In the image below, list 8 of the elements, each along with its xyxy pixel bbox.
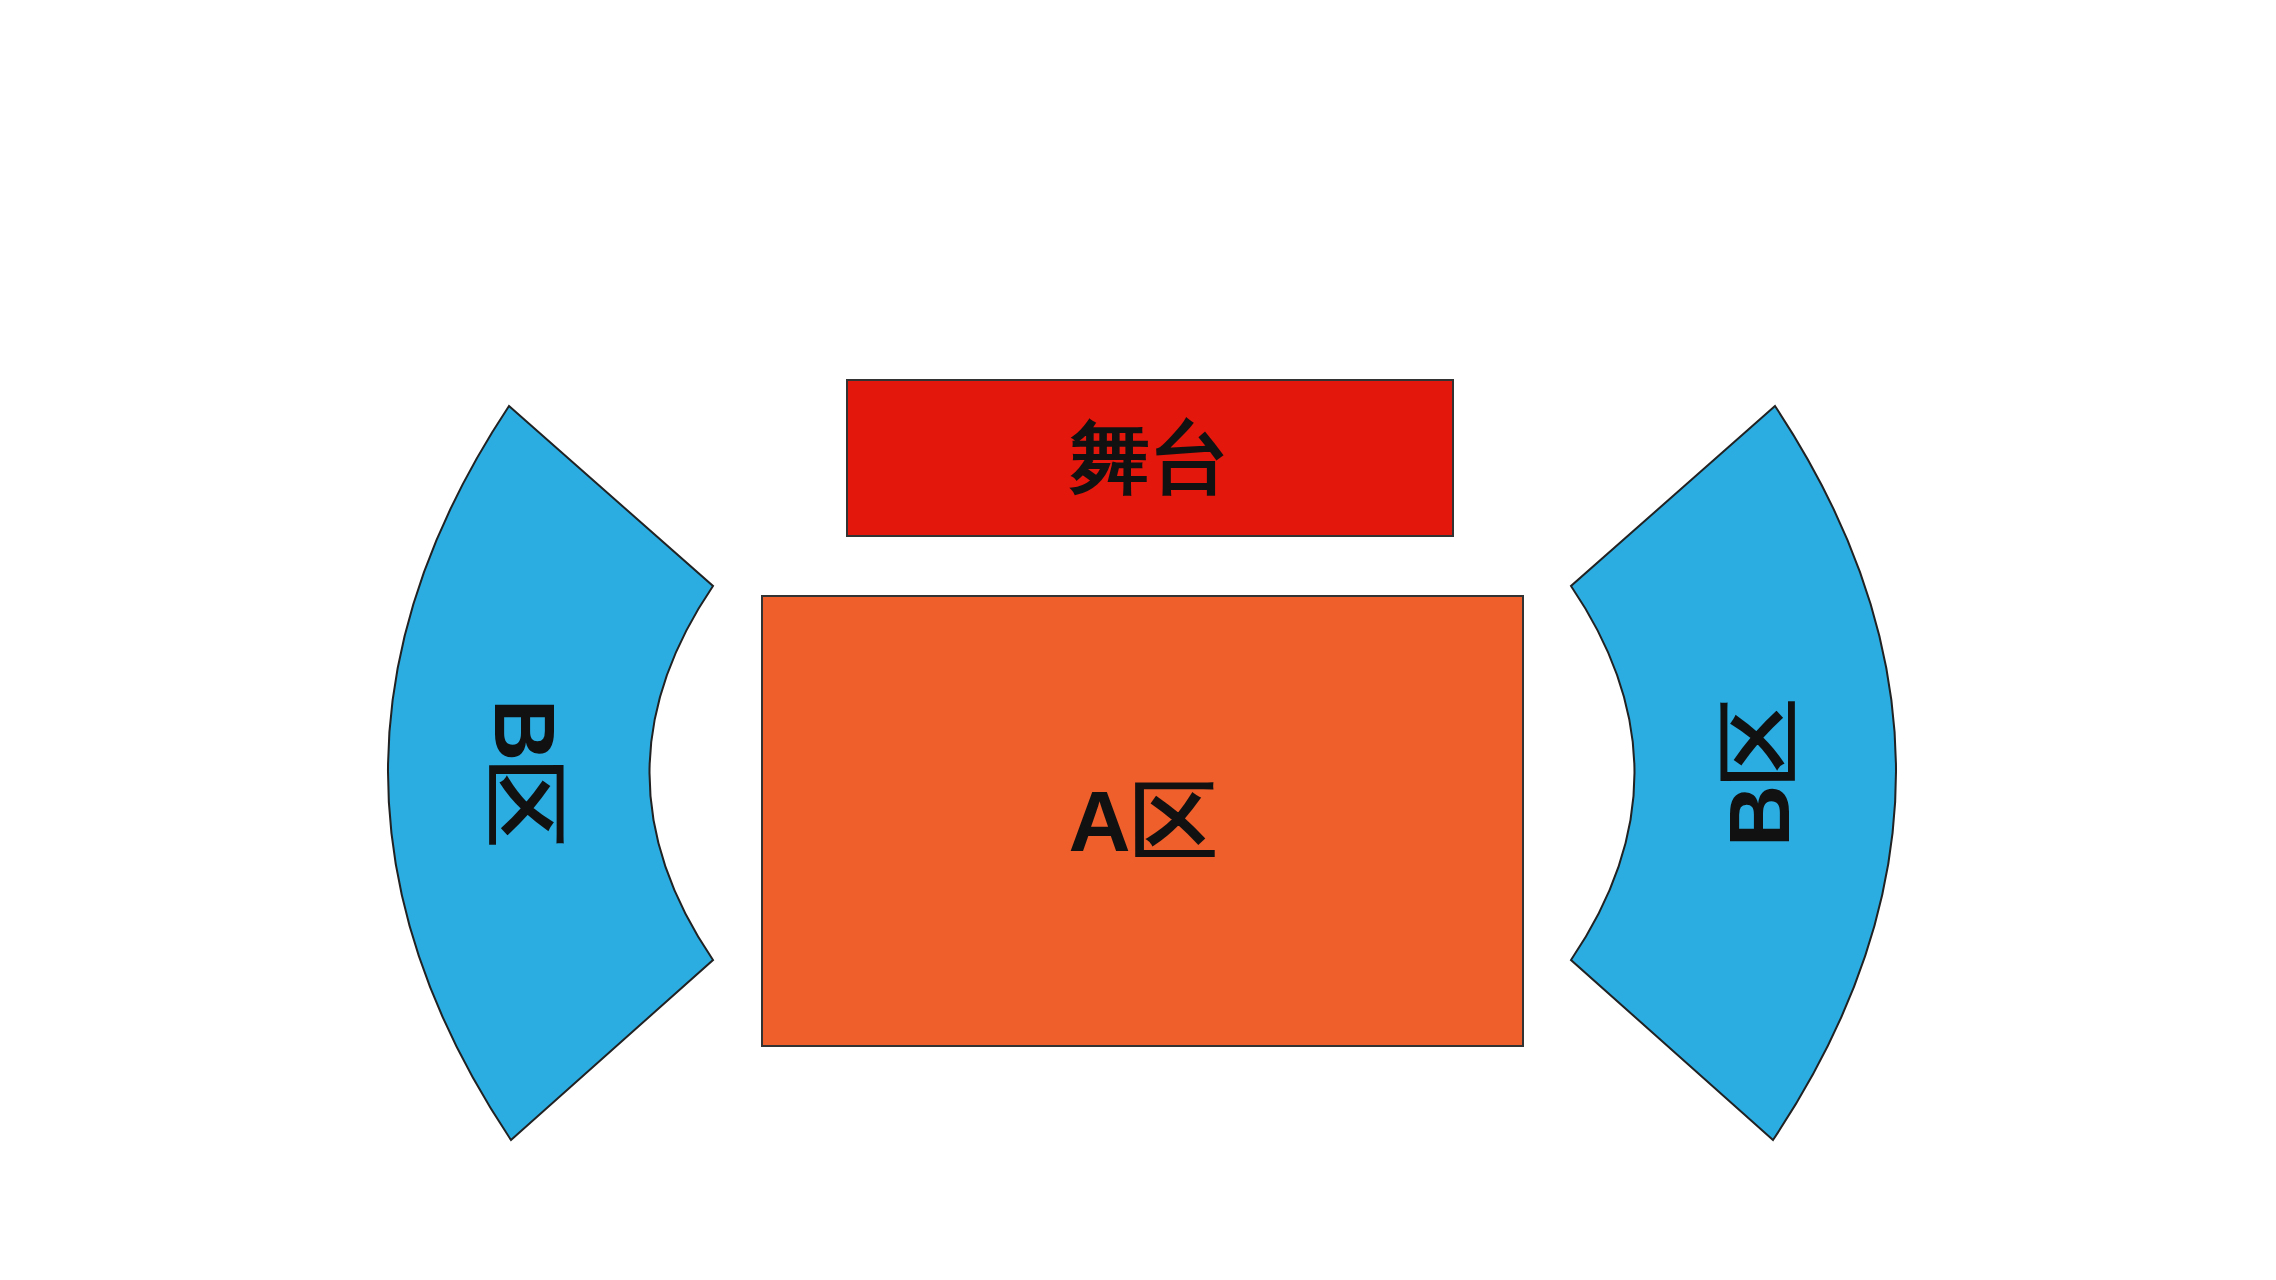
seating-section	[761, 595, 1524, 1047]
seating-section	[1568, 404, 1898, 1142]
seating-section	[386, 404, 716, 1142]
section-label: B区	[1716, 698, 1803, 848]
stage-label: 舞台	[1070, 418, 1230, 498]
section-label: A区	[1068, 778, 1217, 864]
section-label: B区	[481, 698, 568, 848]
stage	[846, 379, 1454, 537]
